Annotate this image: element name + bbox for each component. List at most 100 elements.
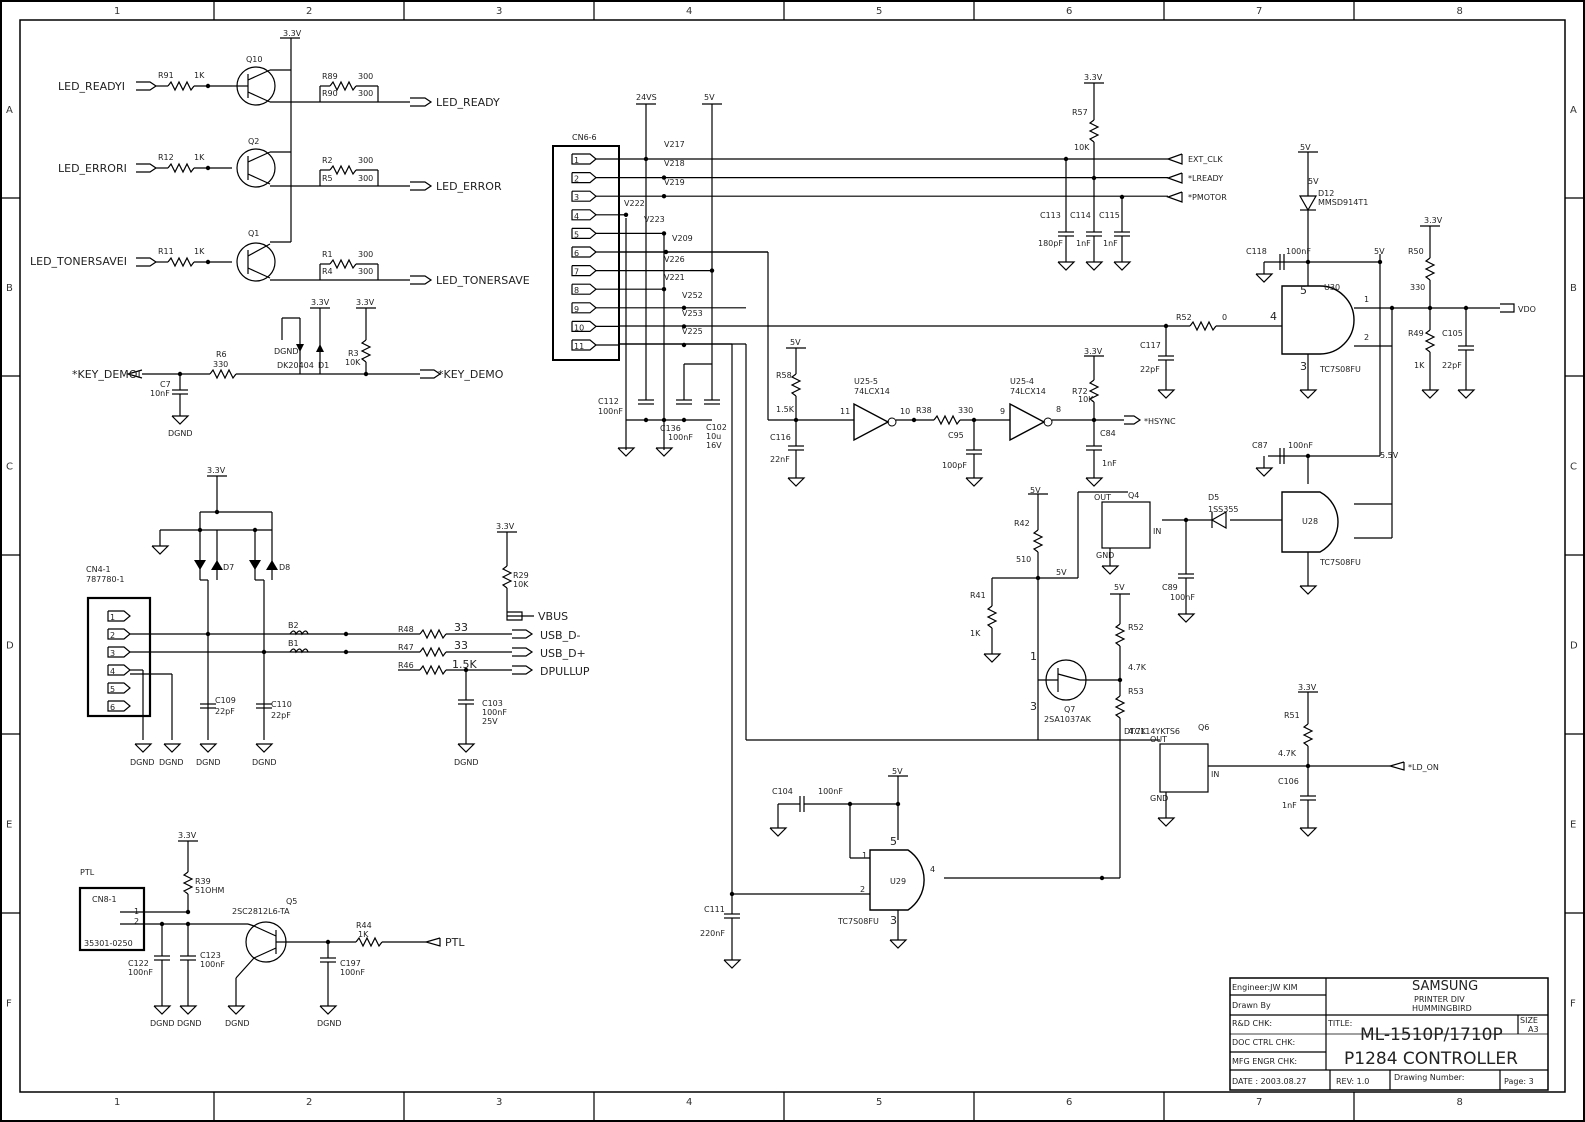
cn6-pin-number: 1	[574, 156, 579, 165]
usb-dminus: USB_D-	[540, 629, 581, 642]
q7-ref: Q7	[1064, 705, 1075, 714]
tb-date: DATE : 2003.08.27	[1232, 1077, 1306, 1086]
q6-out: OUT	[1150, 735, 1167, 744]
u25a-p11: 11	[840, 407, 850, 416]
r29-val: 10K	[513, 580, 529, 589]
c103-v: 25V	[482, 717, 498, 726]
r12-val: 1K	[194, 153, 205, 162]
r11-ref: R11	[158, 247, 174, 256]
varistor-label: V209	[672, 234, 693, 243]
c89-val: 100nF	[1170, 593, 1195, 602]
zone-col-bottom: 7	[1256, 1097, 1262, 1108]
c123-val: 100nF	[200, 960, 225, 969]
r29-ref: R29	[513, 571, 529, 580]
varistor-label: V219	[664, 178, 685, 187]
r12-ref: R12	[158, 153, 174, 162]
r29-vcc: 3.3V	[496, 522, 515, 531]
r1-ref: R1	[322, 250, 333, 259]
u30-part: TC7S08FU	[1319, 365, 1361, 374]
r49-val: 1K	[1414, 361, 1425, 370]
c7-ref: C7	[160, 380, 171, 389]
b2-ref: B2	[288, 621, 299, 630]
ptl-gnd-2: DGND	[225, 1019, 250, 1028]
tb-size-value: A3	[1528, 1025, 1539, 1034]
u28-and-gate	[1281, 491, 1339, 553]
tb-engineer: Engineer:JW KIM	[1232, 983, 1298, 992]
u29-pin2: 2	[860, 885, 865, 894]
ptl-connector-box	[78, 886, 146, 952]
c7-val: 10nF	[150, 389, 170, 398]
u30-pin2: 2	[1364, 333, 1369, 342]
led-error-input: LED_ERRORI	[58, 162, 127, 175]
zone-col-bottom: 5	[876, 1097, 882, 1108]
q5-part: 2SC2812L6-TA	[232, 907, 290, 916]
usb-gnd-4: DGND	[454, 758, 479, 767]
u29-ref: U29	[890, 877, 906, 886]
q6-box	[1159, 743, 1209, 793]
r58-val: 1.5K	[776, 405, 795, 414]
tb-title-label: TITLE:	[1327, 1019, 1352, 1028]
varistor-label: V221	[664, 273, 685, 282]
usb-gnd-3: DGND	[252, 758, 277, 767]
u28-node: 5.5V	[1380, 451, 1399, 460]
d5-ref: D5	[1208, 493, 1219, 502]
inner-border	[19, 19, 1566, 1093]
u30-node-5v: 5V	[1308, 177, 1319, 186]
zone-col-top: 6	[1066, 6, 1072, 17]
u30-ref: U30	[1324, 283, 1340, 292]
key-demo-section: 3.3V 3.3V R3 10K DGND DK20404 D1 *KEY_DE…	[72, 298, 504, 438]
cn6-pin-shape	[571, 190, 597, 202]
key-vcc1: 3.3V	[311, 298, 330, 307]
r47-val: 33	[454, 639, 468, 652]
cn4-part: 787780-1	[86, 575, 125, 584]
usb-pin-shape	[107, 664, 131, 676]
key-output: *KEY_DEMO	[438, 368, 504, 381]
usb-pin-shape	[107, 646, 131, 658]
cn6-pin-number: 11	[574, 342, 584, 351]
c84-ref: C84	[1100, 429, 1116, 438]
v24-label: 24VS	[636, 93, 657, 102]
q10-ref: Q10	[246, 55, 262, 64]
ext-clk: EXT_CLK	[1188, 155, 1223, 164]
r47-ref: R47	[398, 643, 414, 652]
c118-ref: C118	[1246, 247, 1267, 256]
c123-ref: C123	[200, 951, 221, 960]
c197-ref: C197	[340, 959, 361, 968]
led-toner-output: LED_TONERSAVE	[436, 274, 530, 287]
u29-part: TC7S08FU	[837, 917, 879, 926]
q7-pin1: 1	[1030, 650, 1037, 663]
zone-col-top: 7	[1256, 6, 1262, 17]
c118-val: 100nF	[1286, 247, 1311, 256]
led-ready-output: LED_READY	[436, 96, 500, 109]
r50-val: 330	[1410, 283, 1425, 292]
key-input: *KEY_DEMOI	[72, 368, 141, 381]
r91-ref: R91	[158, 71, 174, 80]
r51-ref: R51	[1284, 711, 1300, 720]
zone-col-top: 3	[496, 6, 502, 17]
lready: *LREADY	[1188, 174, 1223, 183]
u28-part: TC7S08FU	[1319, 558, 1361, 567]
varistor-label: V226	[664, 255, 685, 264]
r44-val: 1K	[358, 930, 369, 939]
usb-pin-shape	[107, 700, 131, 712]
c87-ref: C87	[1252, 441, 1268, 450]
u30-v5: 5V	[1300, 143, 1311, 152]
r57-ref: R57	[1072, 108, 1088, 117]
diode-part: DK20404	[277, 361, 314, 370]
u28-ref: U28	[1302, 517, 1318, 526]
cn6-pin-number: 2	[574, 175, 579, 184]
r50-vcc: 3.3V	[1424, 216, 1443, 225]
cn6-connector-box	[552, 145, 620, 361]
q6-ref: Q6	[1198, 723, 1209, 732]
r52-ref: R52	[1176, 313, 1192, 322]
usb-pin-shape	[107, 628, 131, 640]
tb-size-label: SIZE	[1520, 1016, 1538, 1025]
q2-symbol	[236, 148, 276, 188]
q5-ref: Q5	[286, 897, 297, 906]
